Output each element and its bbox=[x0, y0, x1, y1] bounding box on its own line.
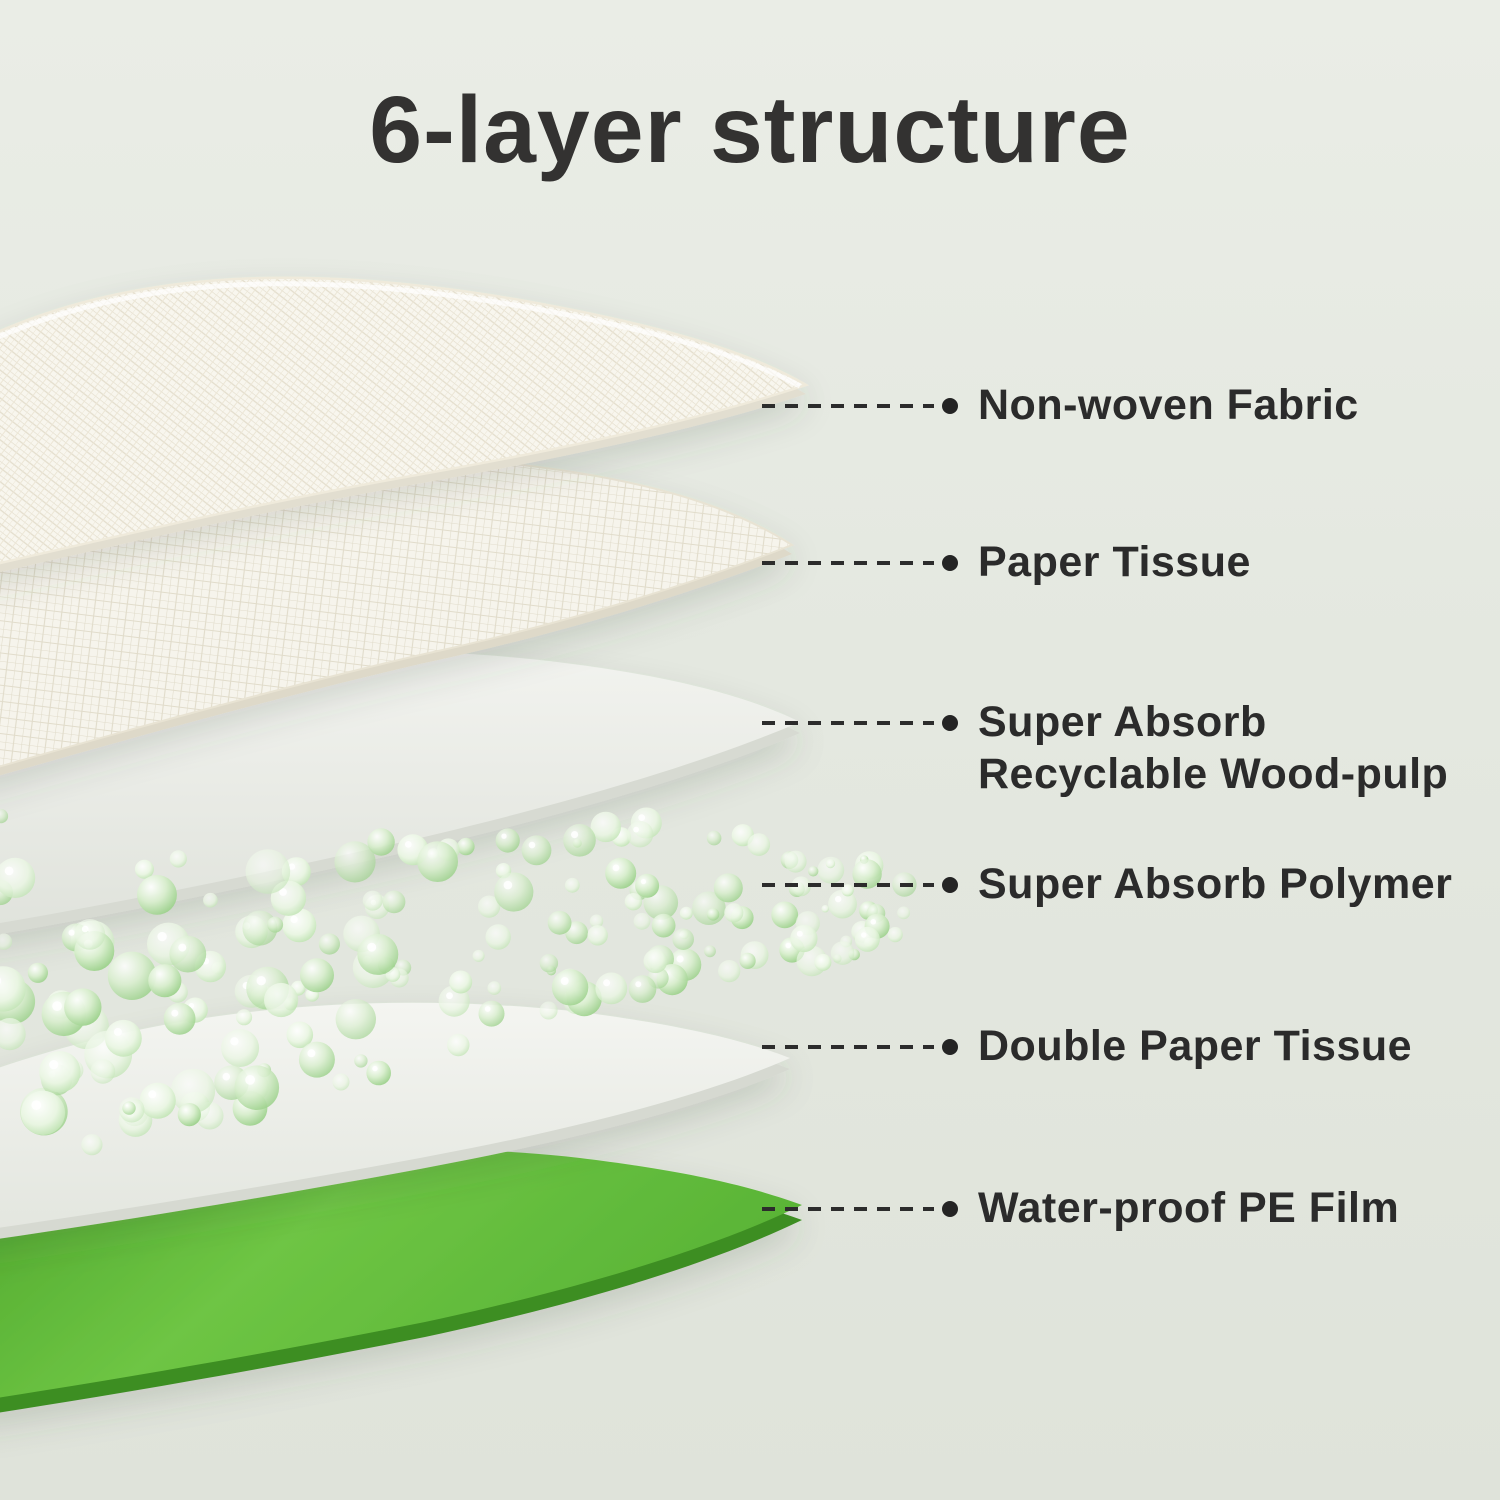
leader-dot bbox=[942, 1201, 958, 1217]
leader-line bbox=[762, 883, 934, 887]
label-row-paper-tissue: Paper Tissue bbox=[762, 537, 1462, 589]
leader-dot bbox=[942, 715, 958, 731]
label-row-non-woven-fabric: Non-woven Fabric bbox=[762, 380, 1462, 432]
label-row-double-paper-tissue: Double Paper Tissue bbox=[762, 1021, 1462, 1073]
leader-dot bbox=[942, 555, 958, 571]
layer-non-woven-fabric bbox=[0, 276, 810, 573]
layer-label: Super Absorb Polymer bbox=[978, 860, 1453, 908]
leader-line bbox=[762, 1207, 934, 1211]
leader-dot bbox=[942, 1039, 958, 1055]
layer-label: Paper Tissue bbox=[978, 538, 1251, 586]
leader-line bbox=[762, 404, 934, 408]
layer-paper-tissue bbox=[0, 451, 795, 776]
layer-pe-film bbox=[0, 1149, 802, 1413]
layer-label: Non-woven Fabric bbox=[978, 381, 1359, 429]
layer-label: Water-proof PE Film bbox=[978, 1184, 1400, 1232]
layer-label: Super Absorb Recyclable Wood-pulp bbox=[978, 698, 1449, 798]
leader-line bbox=[762, 1045, 934, 1049]
leader-dot bbox=[942, 398, 958, 414]
label-row-polymer: Super Absorb Polymer bbox=[762, 859, 1462, 911]
layer-polymer-beads bbox=[0, 807, 917, 1156]
leader-dot bbox=[942, 877, 958, 893]
label-row-wood-pulp: Super Absorb Recyclable Wood-pulp bbox=[762, 697, 1462, 800]
label-row-pe-film: Water-proof PE Film bbox=[762, 1183, 1462, 1235]
layer-label: Double Paper Tissue bbox=[978, 1022, 1413, 1070]
leader-line bbox=[762, 721, 934, 725]
page-title: 6-layer structure bbox=[369, 77, 1131, 183]
leader-line bbox=[762, 561, 934, 565]
